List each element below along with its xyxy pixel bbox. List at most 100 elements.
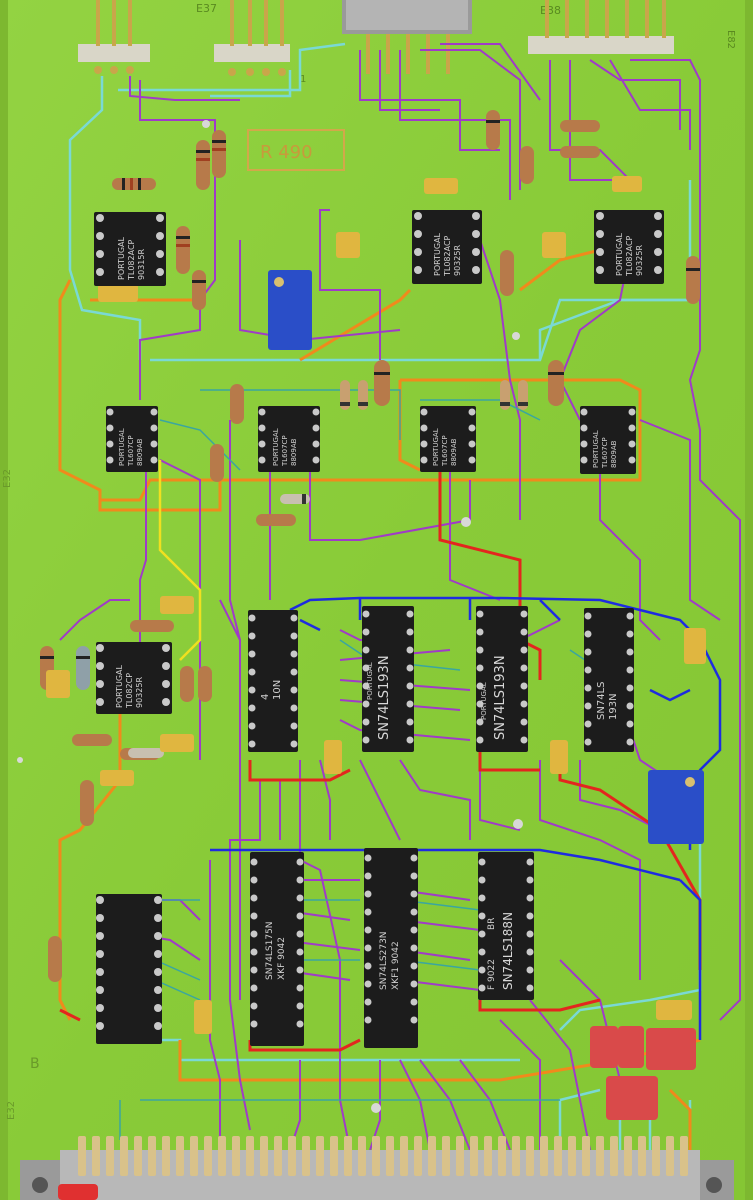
resistor <box>176 226 190 274</box>
svg-text:BR: BR <box>487 918 497 930</box>
svg-text:PORTUGAL: PORTUGAL <box>366 662 374 700</box>
silk-mark-3: E32 <box>6 1101 17 1120</box>
resistor <box>130 620 174 632</box>
capacitor <box>684 628 706 664</box>
capacitor <box>336 232 360 258</box>
capacitor <box>46 670 70 698</box>
svg-text:PORTUGALTL607CP8809AB: PORTUGALTL607CP8809AB <box>432 428 458 467</box>
svg-text:SN74LS193N: SN74LS193N <box>493 655 508 740</box>
svg-text:410N: 410N <box>260 680 283 700</box>
resistor <box>686 256 700 304</box>
trimmer-pot-top <box>268 270 312 350</box>
board-edge-right <box>745 0 753 1200</box>
pin1-marker: 1 <box>300 74 306 85</box>
resistor <box>374 360 390 406</box>
board-edge-left <box>0 0 8 1200</box>
resistor <box>560 146 600 158</box>
resistor <box>112 178 156 190</box>
edge-connector-bottom <box>20 1136 734 1200</box>
diode <box>518 380 528 410</box>
svg-text:F 9022: F 9022 <box>487 959 497 990</box>
diode <box>128 748 164 758</box>
svg-text:PORTUGALTL082ACP90325R: PORTUGALTL082ACP90325R <box>615 232 644 277</box>
capacitor <box>194 1000 212 1034</box>
ic-opamp-top-2: PORTUGALTL082ACP90325R <box>412 210 482 284</box>
svg-text:PORTUGALTL607CP8809AB: PORTUGALTL607CP8809AB <box>118 428 144 467</box>
edge-label-e38: E38 <box>540 4 561 17</box>
svg-text:PORTUGALTL607CP8809AB: PORTUGALTL607CP8809AB <box>592 430 618 469</box>
ic-opamp-top-1: PORTUGALTL082ACP90315R <box>94 212 166 286</box>
capacitor <box>324 740 342 774</box>
ic-opamp-left: PORTUGALTL082CP90325R <box>96 642 172 714</box>
ref-label: R 490 <box>260 142 313 163</box>
svg-text:PORTUGALTL082ACP90315R: PORTUGALTL082ACP90315R <box>117 236 146 281</box>
ic-opamp-top-3: PORTUGALTL082ACP90325R <box>594 210 664 284</box>
capacitor <box>424 178 458 194</box>
resistor <box>560 120 600 132</box>
capacitor <box>160 734 194 752</box>
svg-text:SN74LS188N: SN74LS188N <box>501 912 515 990</box>
capacitor <box>656 1000 692 1020</box>
capacitor-film <box>590 1026 618 1068</box>
edge-label-e82: E82 <box>725 30 736 49</box>
ic-logic-mid-4: SN74LS193N <box>584 608 634 752</box>
svg-text:SN74LS193N: SN74LS193N <box>596 682 619 720</box>
diode <box>280 494 310 504</box>
ic-logic-mid-3: PORTUGAL SN74LS193N <box>476 606 528 752</box>
resistor <box>548 360 564 406</box>
resistors <box>40 110 700 982</box>
svg-text:PORTUGALTL082ACP90325R: PORTUGALTL082ACP90325R <box>433 232 462 277</box>
capacitor <box>160 596 194 614</box>
pin-header-right <box>528 0 674 54</box>
svg-text:SN74LS193N: SN74LS193N <box>377 655 392 740</box>
trimmer-pot-bottom <box>648 770 704 844</box>
resistor <box>48 936 62 982</box>
ribbon-connector-top <box>342 0 472 74</box>
ic-opamp-mid-4: PORTUGALTL607CP8809AB <box>580 406 636 474</box>
capacitor-film <box>606 1076 658 1120</box>
silk-mark-2: B <box>30 1056 40 1072</box>
diode <box>358 380 368 410</box>
resistor <box>210 444 224 482</box>
svg-text:PORTUGALTL082CP90325R: PORTUGALTL082CP90325R <box>115 664 144 709</box>
capacitor <box>542 232 566 258</box>
capacitor <box>550 740 568 774</box>
ic-opamp-mid-3: PORTUGALTL607CP8809AB <box>420 406 476 472</box>
ic-unlabeled-bottom-left <box>96 894 162 1044</box>
trimmer-screw <box>685 777 695 787</box>
capacitor <box>612 176 642 192</box>
resistor <box>500 250 514 296</box>
resistor <box>180 666 194 702</box>
pin-header-mid <box>214 0 290 76</box>
resistor <box>80 780 94 826</box>
resistor <box>192 270 206 310</box>
edge-label-e37: E37 <box>196 2 217 15</box>
resistor <box>198 666 212 702</box>
resistor <box>72 734 112 746</box>
trimmer-screw <box>274 277 284 287</box>
capacitor-film <box>618 1026 644 1068</box>
resistor <box>230 384 244 424</box>
silk-mark-1: E32 <box>2 469 13 488</box>
ic-logic-mid-1: 410N <box>248 610 298 752</box>
resistor <box>256 514 296 526</box>
resistor <box>486 110 500 150</box>
vias <box>17 120 523 1113</box>
capacitor-film <box>646 1028 696 1070</box>
ic-opamp-mid-2: PORTUGALTL607CP8809AB <box>258 406 320 472</box>
ic-opamp-mid-1: PORTUGALTL607CP8809AB <box>106 406 158 472</box>
svg-text:PORTUGAL: PORTUGAL <box>480 682 488 720</box>
resistor <box>196 140 210 190</box>
resistor <box>76 646 90 690</box>
ic-logic-bottom-3: F 9022 BR SN74LS188N <box>478 852 534 1000</box>
resistor <box>520 146 534 184</box>
svg-text:PORTUGALTL607CP8809AB: PORTUGALTL607CP8809AB <box>272 428 298 467</box>
resistor <box>212 130 226 178</box>
ref-label-box <box>247 129 345 171</box>
pin-header-left <box>78 0 150 74</box>
